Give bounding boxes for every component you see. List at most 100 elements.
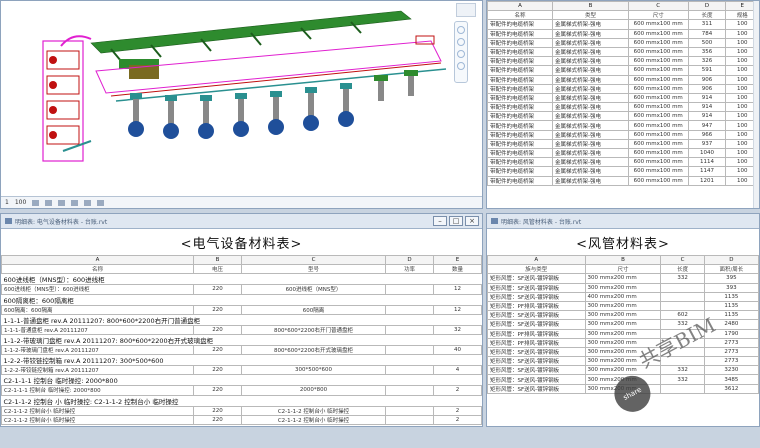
- electrical-schedule-titlebar[interactable]: 明细表: 电气设备材料表 - 台账.rvt – □ ×: [1, 214, 482, 229]
- column-letter[interactable]: D: [703, 254, 759, 266]
- table-cell[interactable]: 矩形风管：SF送风-镀锌钢板: [487, 383, 586, 394]
- 3d-model-canvas[interactable]: [1, 1, 483, 197]
- table-cell[interactable]: 600 mmx100 mm: [627, 28, 689, 39]
- table-cell[interactable]: 600 mmx100 mm: [627, 19, 689, 30]
- temporary-hide-icon[interactable]: [97, 199, 105, 206]
- orbit-icon[interactable]: [457, 62, 465, 70]
- table-cell[interactable]: 带配件的电缆桥架: [487, 129, 554, 140]
- column-header[interactable]: 类型: [552, 10, 629, 21]
- table-cell[interactable]: [385, 324, 434, 335]
- table-cell[interactable]: 600 mmx100 mm: [627, 120, 689, 131]
- table-cell[interactable]: 矩形风管：SF送风-镀锌钢板: [487, 356, 586, 367]
- table-cell[interactable]: 600进线柜（MNS型）：600进线柜: [1, 284, 194, 295]
- table-cell[interactable]: 2: [433, 414, 482, 425]
- table-cell[interactable]: 1114: [687, 157, 727, 168]
- zoom-icon[interactable]: [457, 38, 465, 46]
- table-cell[interactable]: 220: [193, 365, 242, 376]
- table-cell[interactable]: [385, 344, 434, 356]
- table-cell[interactable]: 金属梯式桥架-强电: [552, 83, 629, 94]
- sun-path-icon[interactable]: [58, 199, 66, 206]
- table-cell[interactable]: 914: [687, 111, 727, 122]
- crop-view-icon[interactable]: [84, 199, 92, 206]
- duct-schedule-titlebar[interactable]: 明细表: 风管材料表 - 台账.rvt: [487, 214, 759, 229]
- group-header-row[interactable]: 600进线柜（MNS型）：600进线柜: [1, 273, 482, 286]
- table-cell[interactable]: 600 mmx100 mm: [627, 92, 689, 104]
- table-cell[interactable]: 带配件的电缆桥架: [487, 92, 554, 104]
- column-letter[interactable]: B: [584, 254, 662, 266]
- detail-level-icon[interactable]: [32, 199, 40, 206]
- table-cell[interactable]: 906: [687, 74, 727, 85]
- table-cell[interactable]: 600隔离: [241, 304, 386, 315]
- column-letter[interactable]: A: [1, 254, 194, 266]
- table-cell[interactable]: 32: [433, 324, 482, 335]
- table-cell[interactable]: [385, 304, 434, 315]
- group-header[interactable]: C2-1-1-2 控制台 小 临时操控: C2-1-1-2 控制台小 临时操控: [1, 394, 482, 407]
- maximize-button[interactable]: □: [449, 216, 463, 226]
- table-cell[interactable]: 带配件的电缆桥架: [487, 175, 554, 186]
- table-cell[interactable]: 4: [433, 365, 482, 376]
- table-cell[interactable]: 矩形风管：SF送风-镀锌钢板: [487, 273, 586, 284]
- table-cell[interactable]: C2-1-1-2 控制台小 临时操控: [241, 414, 386, 425]
- table-cell[interactable]: 金属梯式桥架-强电: [552, 65, 629, 76]
- column-letter[interactable]: C: [241, 254, 386, 266]
- table-cell[interactable]: 带配件的电缆桥架: [487, 56, 554, 67]
- table-cell[interactable]: 带配件的电缆桥架: [487, 46, 554, 58]
- table-cell[interactable]: 金属梯式桥架-强电: [552, 166, 629, 177]
- table-cell[interactable]: 591: [687, 65, 727, 76]
- navigation-bar[interactable]: [454, 21, 468, 83]
- table-cell[interactable]: 金属梯式桥架-强电: [552, 56, 629, 67]
- table-cell[interactable]: 金属梯式桥架-强电: [552, 157, 629, 168]
- column-letter[interactable]: A: [487, 1, 554, 12]
- table-cell[interactable]: 12: [433, 284, 482, 295]
- column-header[interactable]: 长度: [687, 10, 727, 21]
- table-cell[interactable]: 914: [687, 102, 727, 113]
- column-header[interactable]: 型号: [241, 264, 386, 275]
- table-cell[interactable]: 600 mmx100 mm: [627, 37, 689, 48]
- table-cell[interactable]: 1147: [687, 166, 727, 177]
- table-cell[interactable]: [385, 414, 434, 425]
- table-cell[interactable]: 947: [687, 120, 727, 131]
- table-cell[interactable]: 2: [433, 405, 482, 416]
- table-cell[interactable]: 220: [193, 385, 242, 396]
- column-header[interactable]: 面积/周长: [703, 264, 759, 275]
- table-cell[interactable]: 带配件的电缆桥架: [487, 138, 554, 150]
- table-cell[interactable]: 金属梯式桥架-强电: [552, 120, 629, 131]
- table-cell[interactable]: 矩形风管：SF送风-镀锌钢板: [487, 282, 586, 293]
- table-cell[interactable]: 400 mmx200 mm: [584, 291, 662, 302]
- column-header[interactable]: 数量: [433, 264, 482, 275]
- table-cell[interactable]: 600 mmx100 mm: [627, 166, 689, 177]
- table-cell[interactable]: 937: [687, 138, 727, 150]
- column-header[interactable]: 名称: [1, 264, 194, 275]
- column-letter[interactable]: D: [385, 254, 434, 266]
- group-header[interactable]: C2-1-1-1 控制台 临时操控: 2000*800: [1, 374, 482, 387]
- column-letter[interactable]: C: [660, 254, 705, 266]
- table-cell[interactable]: 1-1-1-普通盘柜 rev.A 20111207: [1, 324, 194, 335]
- shadows-icon[interactable]: [71, 199, 79, 206]
- electrical-schedule-pane[interactable]: 明细表: 电气设备材料表 - 台账.rvt – □ × <电气设备材料表> A …: [0, 213, 483, 427]
- view-scale[interactable]: 1: [5, 199, 9, 206]
- table-cell[interactable]: 914: [687, 92, 727, 104]
- table-cell[interactable]: 600 mmx100 mm: [627, 111, 689, 122]
- table-cell[interactable]: 966: [687, 129, 727, 140]
- column-header[interactable]: 长度: [660, 264, 705, 275]
- view-cube-icon[interactable]: [456, 3, 476, 17]
- column-header[interactable]: 族与类型: [487, 264, 586, 275]
